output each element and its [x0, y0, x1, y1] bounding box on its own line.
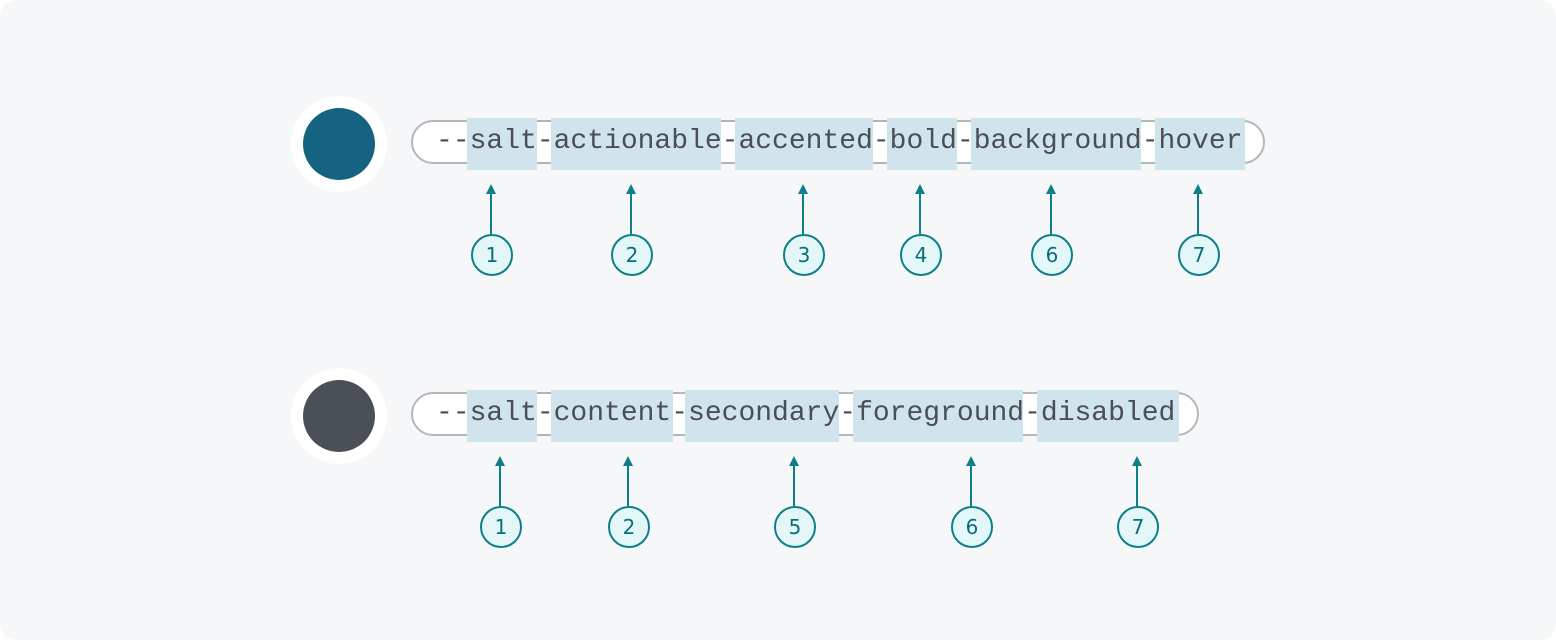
- arrow-head: [915, 184, 925, 194]
- color-swatch: [303, 108, 375, 180]
- arrow: [919, 192, 921, 234]
- segment-highlight-secondary: [685, 390, 839, 442]
- segment-highlight-disabled: [1037, 390, 1179, 442]
- arrow-head: [1132, 456, 1142, 466]
- callout-badge: 7: [1117, 506, 1159, 548]
- token-row-2: --salt-content-secondary-foreground-disa…: [0, 368, 1556, 548]
- token-name: --salt-content-secondary-foreground-disa…: [436, 398, 1176, 429]
- arrow-head: [623, 456, 633, 466]
- arrow: [630, 192, 632, 234]
- segment-highlight-background: [971, 118, 1141, 170]
- segment-highlight-hover: [1155, 118, 1245, 170]
- segment-highlight-foreground: [853, 390, 1023, 442]
- callout-badge: 6: [1031, 234, 1073, 276]
- callout-badge: 1: [480, 506, 522, 548]
- callout-badge: 2: [611, 234, 653, 276]
- arrow: [1197, 192, 1199, 234]
- arrow-head: [626, 184, 636, 194]
- arrow-head: [1046, 184, 1056, 194]
- swatch-ring: [291, 368, 387, 464]
- callout-badge: 3: [783, 234, 825, 276]
- arrow-head: [495, 456, 505, 466]
- color-swatch: [303, 380, 375, 452]
- token-row-1: --salt-actionable-accented-bold-backgrou…: [0, 96, 1556, 276]
- segment-highlight-salt: [467, 118, 537, 170]
- arrow-head: [789, 456, 799, 466]
- arrow-head: [798, 184, 808, 194]
- segment-highlight-content: [551, 390, 673, 442]
- arrow: [970, 464, 972, 506]
- token-name: --salt-actionable-accented-bold-backgrou…: [436, 126, 1243, 157]
- arrow: [802, 192, 804, 234]
- callout-badge: 7: [1178, 234, 1220, 276]
- arrow: [490, 192, 492, 234]
- segment-highlight-actionable: [551, 118, 721, 170]
- arrow: [499, 464, 501, 506]
- callout-badge: 4: [900, 234, 942, 276]
- segment-highlight-salt: [467, 390, 537, 442]
- arrow: [1050, 192, 1052, 234]
- callout-badge: 6: [951, 506, 993, 548]
- callout-badge: 2: [608, 506, 650, 548]
- arrow: [1136, 464, 1138, 506]
- arrow-head: [966, 456, 976, 466]
- segment-highlight-bold: [887, 118, 957, 170]
- arrow-head: [1193, 184, 1203, 194]
- arrow-head: [486, 184, 496, 194]
- callout-badge: 1: [471, 234, 513, 276]
- segment-highlight-accented: [735, 118, 873, 170]
- swatch-ring: [291, 96, 387, 192]
- callout-badge: 5: [774, 506, 816, 548]
- arrow: [793, 464, 795, 506]
- arrow: [627, 464, 629, 506]
